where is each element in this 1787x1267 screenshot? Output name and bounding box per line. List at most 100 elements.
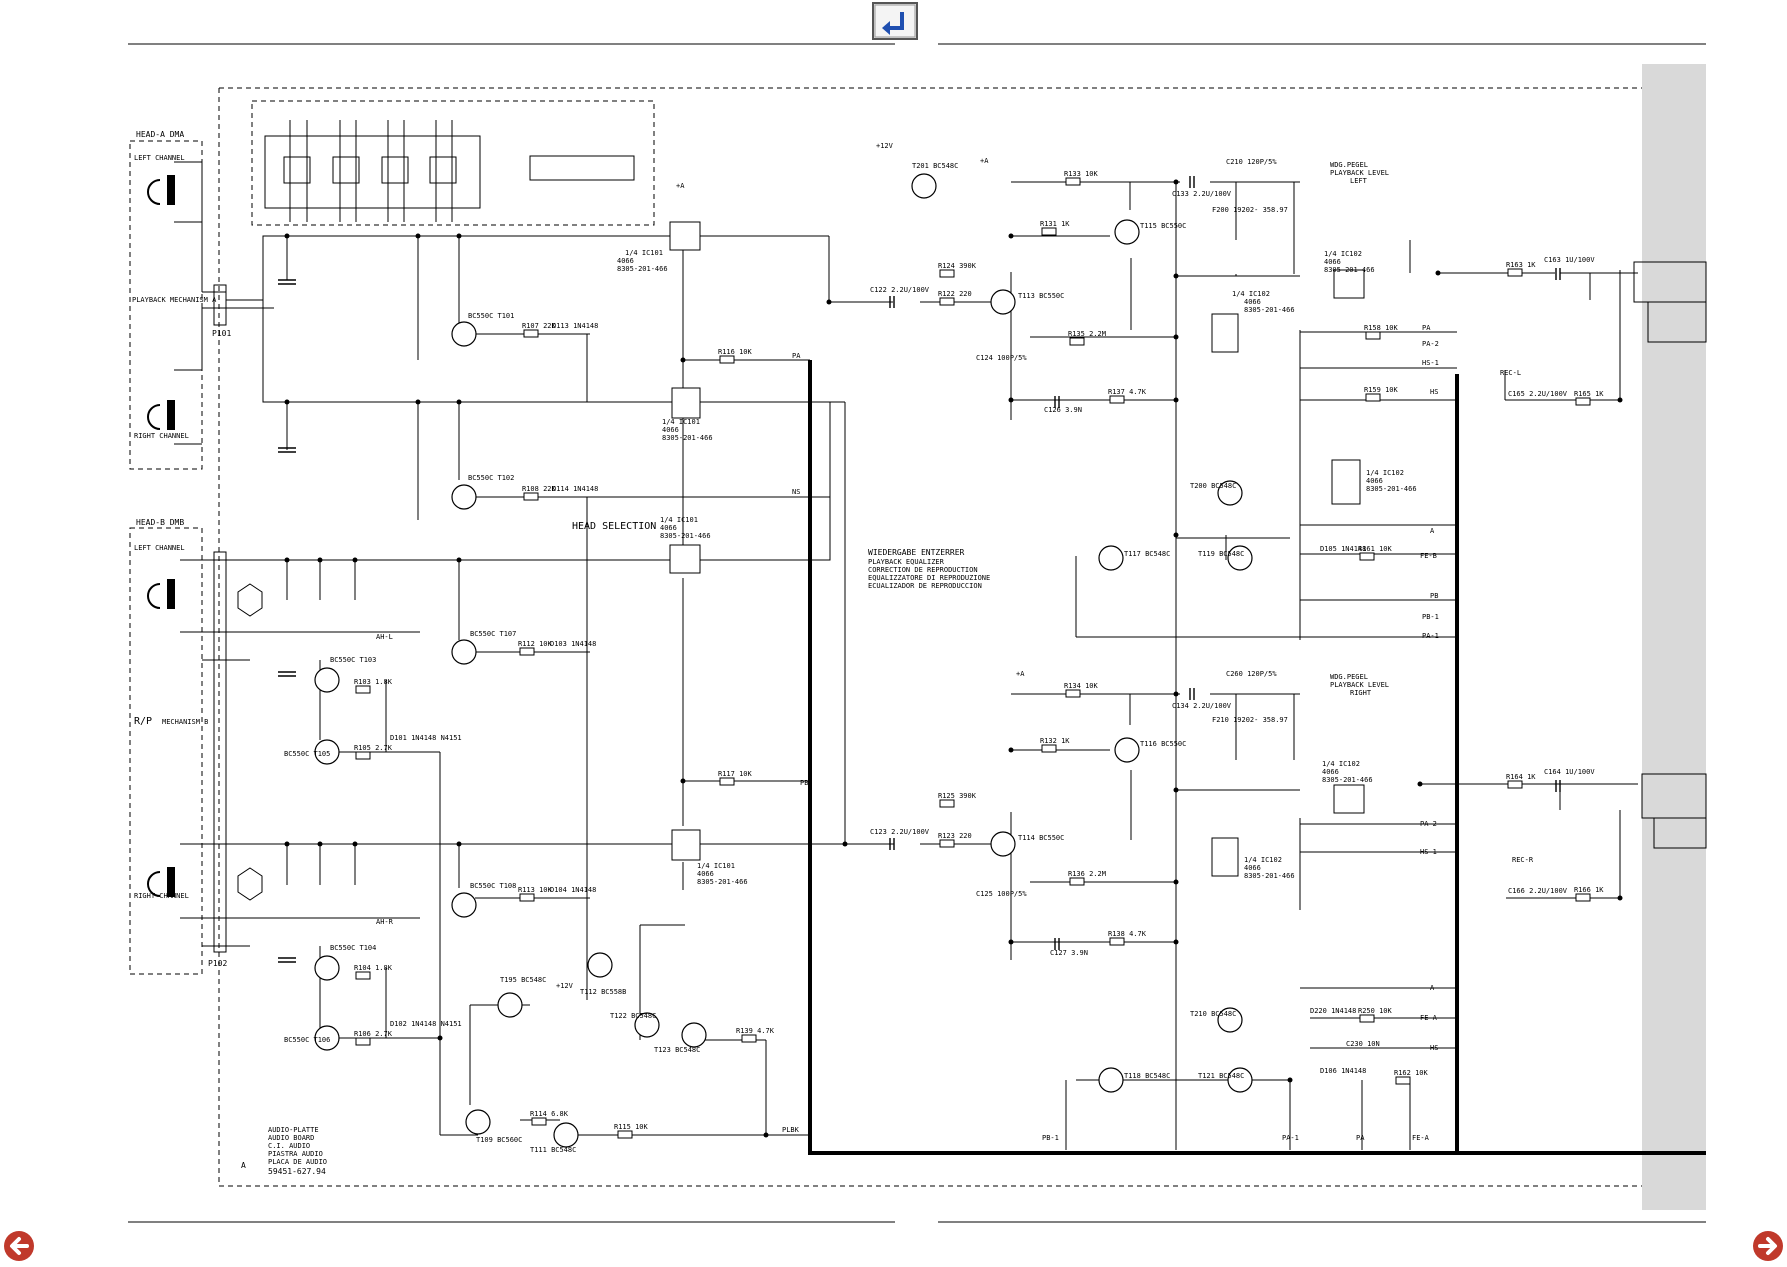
return-arrow-icon	[872, 2, 918, 40]
transistor-t116	[1114, 737, 1140, 763]
transistor-t113	[990, 289, 1016, 315]
transistor-t106	[314, 1025, 340, 1051]
switch-ic101-d	[671, 829, 701, 861]
board-number: 59451-627.94	[268, 1167, 326, 1176]
t101-label: BC550C T101	[468, 312, 514, 320]
transistor-t123	[681, 1022, 707, 1048]
rp-label: R/P	[134, 716, 152, 727]
bus-pa-1: PA-1	[1422, 632, 1439, 640]
part-d210: D220 1N4148	[1310, 1007, 1356, 1015]
transistor-t108	[451, 892, 477, 918]
switch-ic102-d	[1333, 784, 1365, 814]
previous-page-button[interactable]	[2, 1230, 36, 1262]
bus-ah-l: AH-L	[376, 633, 393, 641]
t118-label: T118 BC548C	[1124, 1072, 1170, 1080]
part-r122: R122 220	[938, 290, 972, 298]
part-c127: C127 3.9N	[1050, 949, 1088, 957]
bus-pa-left: PA	[792, 352, 801, 360]
part-c122: C122 2.2U/100V	[870, 286, 930, 294]
transistor-t121	[1227, 1067, 1253, 1093]
ic102-part-1: 4066	[1244, 298, 1261, 306]
part-d101: D101 1N4148 N4151	[390, 734, 462, 742]
bus-a-b: A	[1430, 984, 1435, 992]
bus-hs-b: HS	[1430, 1044, 1438, 1052]
previous-page-arrow-icon	[4, 1231, 34, 1261]
part-r139: R139 4.7K	[736, 1027, 775, 1035]
part-r135: R135 2.2M	[1068, 330, 1106, 338]
ic101-number-3: 8305-201-466	[660, 532, 711, 540]
part-r112: R112 10K	[518, 640, 553, 648]
part-r250: R250 10K	[1358, 1007, 1393, 1015]
part-r166: R166 1K	[1574, 886, 1604, 894]
t200-label: T200 BC548C	[1190, 482, 1236, 490]
part-c210: C210 120P/5%	[1226, 158, 1277, 166]
part-r165: R165 1K	[1574, 390, 1604, 398]
ic102-label-2: 1/4 IC102	[1324, 250, 1362, 258]
t210-label: T210 BC548C	[1190, 1010, 1236, 1018]
t112-label: T112 BC558B	[580, 988, 626, 996]
equalizer-es: ECUALIZADOR DE REPRODUCCION	[868, 582, 982, 590]
ic102-part-3: 4066	[1366, 477, 1383, 485]
t105-label: BC550C T105	[284, 750, 330, 758]
capacitor-symbols	[278, 176, 1561, 963]
t102-label: BC550C T102	[468, 474, 514, 482]
part-r158: R158 10K	[1364, 324, 1399, 332]
part-r131: R131 1K	[1040, 220, 1070, 228]
t117-label: T117 BC548C	[1124, 550, 1170, 558]
t201-label: T201 BC548C	[912, 162, 958, 170]
bus-fe-a-b: FE-A	[1412, 1134, 1430, 1142]
bus-pb-1-b: PB-1	[1042, 1134, 1059, 1142]
part-c165: C165 2.2U/100V	[1508, 390, 1568, 398]
bus-hs-1: HS-1	[1422, 359, 1439, 367]
bus-fe-b: FE-B	[1420, 552, 1437, 560]
ic102-number-1: 8305-201-466	[1244, 306, 1295, 314]
t115-label: T115 BC550C	[1140, 222, 1186, 230]
next-page-button[interactable]	[1751, 1230, 1785, 1262]
part-r115: R115 10K	[614, 1123, 649, 1131]
bus-fe-a: FE-A	[1420, 1014, 1438, 1022]
switch-ic101-a	[669, 221, 701, 251]
part-r162: R162 10K	[1394, 1069, 1429, 1077]
t113-label: T113 BC550C	[1018, 292, 1064, 300]
ic101-part-2: 4066	[662, 426, 679, 434]
connector-p101: P101	[212, 329, 231, 338]
part-c123: C123 2.2U/100V	[870, 828, 930, 836]
t104-label: BC550C T104	[330, 944, 376, 952]
transistor-t102	[451, 484, 477, 510]
bus-hs-1-b: HS-1	[1420, 848, 1437, 856]
bus-pb: PB	[1430, 592, 1438, 600]
transistor-t119	[1227, 545, 1253, 571]
head-a-label: HEAD-A DMA	[136, 130, 184, 139]
switch-ic101-b	[671, 387, 701, 419]
margin-band	[1642, 64, 1706, 1210]
transistor-t104	[314, 955, 340, 981]
schematic-labels: HEAD-A DMA LEFT CHANNEL PLAYBACK MECHANI…	[132, 130, 1604, 1176]
part-d102: D102 1N4148 N4151	[390, 1020, 462, 1028]
transistor-t117	[1098, 545, 1124, 571]
ic102-part-2: 4066	[1324, 258, 1341, 266]
bus-pa-b: PA	[1356, 1134, 1365, 1142]
head-selection-label: HEAD SELECTION	[572, 521, 656, 532]
part-r164: R164 1K	[1506, 773, 1536, 781]
connector-p102: P102	[208, 959, 227, 968]
transistor-t118	[1098, 1067, 1124, 1093]
level-right-en: PLAYBACK LEVEL	[1330, 681, 1389, 689]
transistor-t210	[1217, 1007, 1243, 1033]
part-r124: R124 390K	[938, 262, 977, 270]
part-d103: D103 1N4148	[550, 640, 596, 648]
back-button[interactable]	[872, 2, 918, 40]
transistor-t195	[497, 992, 523, 1018]
bus-pb-1: PB-1	[1422, 613, 1439, 621]
board-line-5: PLACA DE AUDIO	[268, 1158, 327, 1166]
equalizer-de: WIEDERGABE ENTZERRER	[868, 548, 965, 557]
part-c260: C260 120P/5%	[1226, 670, 1277, 678]
ic102-label-3: 1/4 IC102	[1366, 469, 1404, 477]
connector-bars	[213, 284, 227, 953]
ic101-part-1: 4066	[617, 257, 634, 265]
rec-r-label: REC-R	[1512, 856, 1534, 864]
ic101-number-1: 8305-201-466	[617, 265, 668, 273]
right-channel-label-b: RIGHT CHANNEL	[134, 892, 189, 900]
ic102-number-5: 8305-201-466	[1244, 872, 1295, 880]
board-line-1: AUDIO-PLATTE	[268, 1126, 319, 1134]
